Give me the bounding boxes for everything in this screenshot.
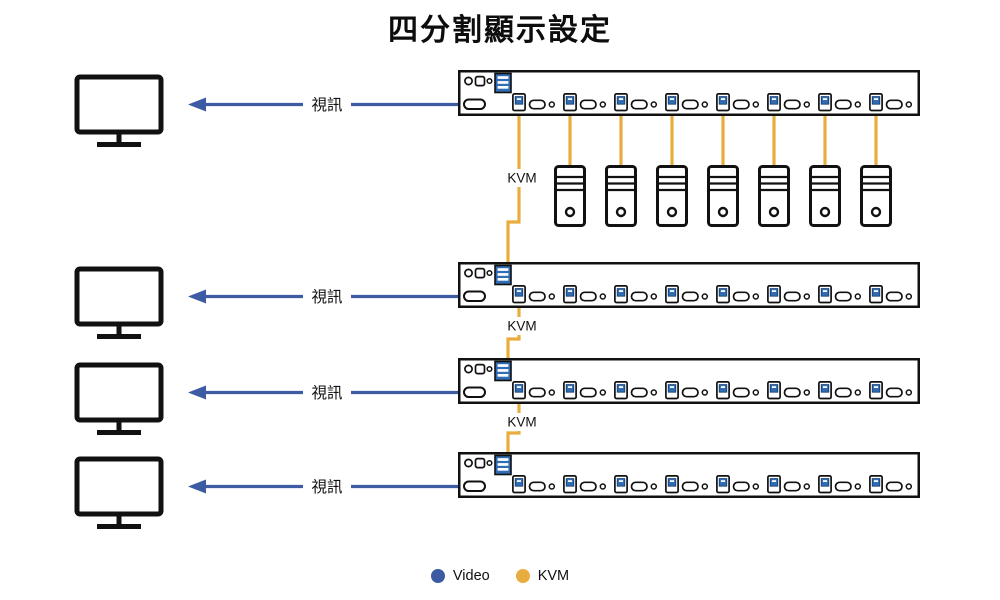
kvm-chain-1: KVM — [499, 116, 545, 262]
kvm-chain-label-bg — [499, 413, 545, 431]
kvm-chain-line-1 — [506, 116, 521, 262]
legend-kvm-entry: KVM — [515, 568, 570, 584]
computer-tower-5 — [758, 165, 790, 227]
computer-tower-6 — [809, 165, 841, 227]
computer-tower-4 — [707, 165, 739, 227]
video-label-bg — [303, 476, 351, 497]
legend-video-entry: Video — [430, 568, 490, 584]
page-title: 四分割顯示設定 — [388, 14, 612, 47]
kvm-chain-label-bg — [499, 169, 545, 187]
monitor-1 — [77, 77, 161, 145]
computer-tower-1 — [554, 165, 586, 227]
kvm-chain-2: KVM — [499, 308, 545, 358]
kvm-switch-2 — [459, 263, 919, 307]
kvm-chain-3: KVM — [499, 404, 545, 452]
video-connection-1: 視訊 — [188, 94, 459, 115]
computer-links — [568, 116, 878, 166]
computer-tower-2 — [605, 165, 637, 227]
video-arrowhead-icon — [188, 385, 206, 400]
video-label-bg — [303, 94, 351, 115]
video-label-bg — [303, 286, 351, 307]
video-connection-2: 視訊 — [188, 286, 459, 307]
kvm-chain-label-3: KVM — [507, 415, 536, 430]
kvm-chain-label-2: KVM — [507, 319, 536, 334]
video-arrowhead-icon — [188, 97, 206, 112]
video-connection-4: 視訊 — [188, 476, 459, 497]
video-label-2: 視訊 — [311, 288, 342, 306]
kvm-legend-dot-icon — [515, 569, 530, 583]
legend-video-label: Video — [452, 568, 490, 584]
kvm-switch-3 — [459, 359, 919, 403]
video-connection-3: 視訊 — [188, 382, 459, 403]
kvm-switch-1 — [459, 71, 919, 115]
kvm-chain-label-1: KVM — [507, 171, 536, 186]
monitor-4 — [77, 459, 161, 527]
monitor-3 — [77, 365, 161, 433]
video-arrowhead-icon — [188, 479, 206, 494]
computer-tower-7 — [860, 165, 892, 227]
video-arrowhead-icon — [188, 289, 206, 304]
video-label-bg — [303, 382, 351, 403]
video-legend-dot-icon — [430, 569, 445, 583]
legend-kvm-label: KVM — [537, 568, 570, 584]
legend: Video KVM — [0, 568, 1000, 584]
kvm-chain-label-bg — [499, 317, 545, 335]
computer-tower-3 — [656, 165, 688, 227]
video-label-1: 視訊 — [311, 96, 342, 114]
video-label-4: 視訊 — [311, 478, 342, 496]
kvm-switch-4 — [459, 453, 919, 497]
monitor-2 — [77, 269, 161, 337]
video-label-3: 視訊 — [311, 384, 342, 402]
